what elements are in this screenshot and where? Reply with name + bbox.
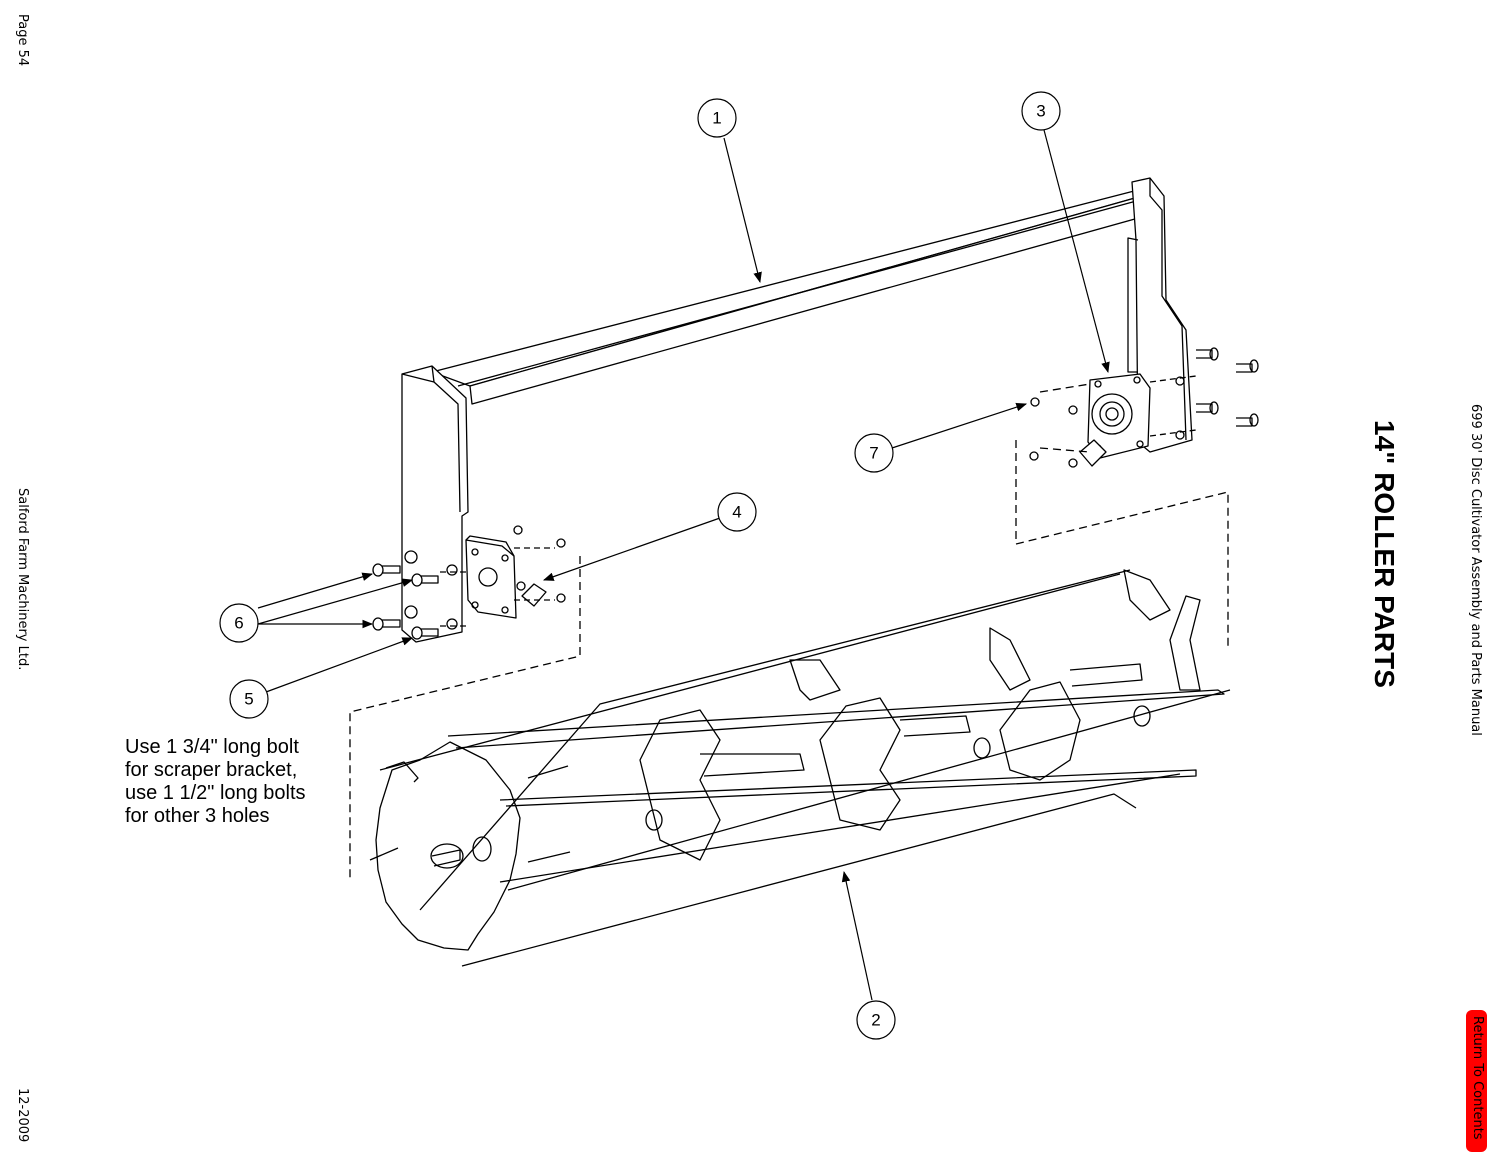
callout-number: 3	[1036, 102, 1045, 121]
right-bolts	[1149, 347, 1259, 437]
note-line: Use 1 3/4" long bolt	[125, 736, 299, 758]
callout-number: 4	[732, 503, 741, 522]
callout-number: 2	[871, 1011, 880, 1030]
callout-1	[697, 98, 737, 138]
bolt-note: Use 1 3/4" long bolt for scraper bracket…	[125, 736, 306, 828]
callouts	[219, 91, 1110, 1040]
callout-number: 1	[712, 109, 721, 128]
callout-7	[854, 433, 894, 473]
note-line: use 1 1/2" long bolts	[125, 782, 306, 804]
callout-number: 5	[244, 690, 253, 709]
roller-frame	[401, 177, 1193, 643]
callout-4	[717, 492, 757, 532]
note-line: for other 3 holes	[125, 805, 270, 827]
callout-number: 6	[234, 614, 243, 633]
left-bearing-plate	[465, 525, 566, 619]
callout-2	[856, 1000, 896, 1040]
callout-6	[219, 603, 259, 643]
right-bearing-housing	[1029, 373, 1151, 468]
callout-number: 7	[869, 444, 878, 463]
callout-5	[229, 679, 269, 719]
callout-3	[1021, 91, 1061, 131]
assembly-guide-lines	[349, 383, 1229, 880]
note-line: for scraper bracket,	[125, 759, 298, 781]
roller	[369, 569, 1231, 967]
return-to-contents-button[interactable]: Return To Contents	[1466, 1010, 1487, 1152]
